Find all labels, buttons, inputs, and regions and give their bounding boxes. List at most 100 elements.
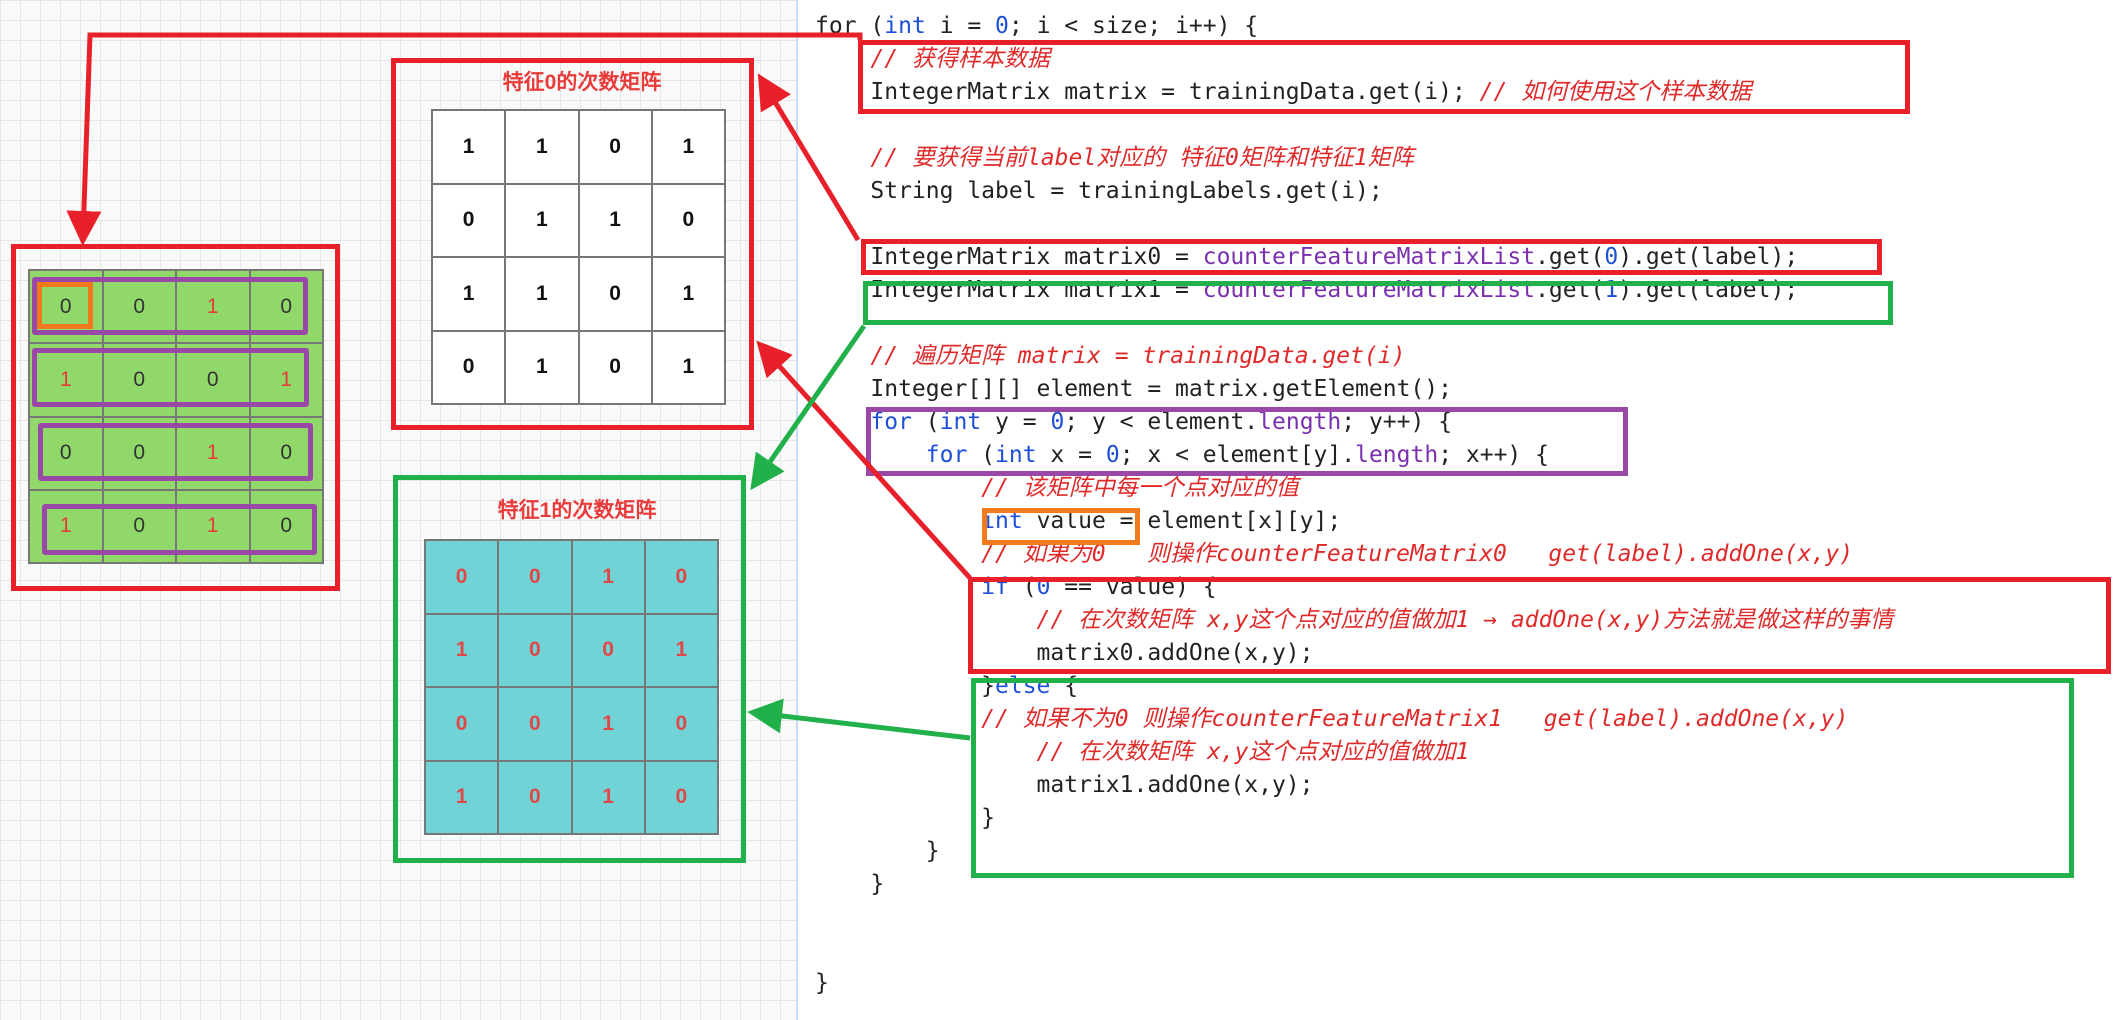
sample-matrix-cell: 0 (102, 270, 176, 344)
code-token: // 如果为0 则操作counterFeatureMatrix0 get(lab… (815, 541, 1854, 567)
sample-matrix-cell: 1 (29, 343, 103, 417)
sample-matrix-cell: 1 (176, 270, 250, 344)
code-token: matrix0.addOne(x,y); (815, 640, 1314, 666)
feature1-matrix-cell: 0 (498, 760, 572, 834)
code-token: ( (967, 442, 996, 468)
feature1-matrix-title: 特征1的次数矩阵 (497, 499, 657, 522)
sample-matrix-cell: 0 (249, 489, 323, 563)
feature1-matrix-cell: 0 (644, 540, 718, 614)
code-line: } (815, 835, 940, 868)
feature1-matrix-cell: 1 (571, 540, 645, 614)
code-token: i = (925, 13, 996, 39)
sample-matrix-cell: 0 (29, 416, 103, 490)
code-token: length (1258, 409, 1342, 435)
code-panel: for (int i = 0; i < size; i++) { // 获得样本… (798, 0, 2113, 1020)
code-token: // 遍历矩阵 matrix = trainingData.get(i) (815, 343, 1406, 369)
code-line: } (815, 802, 995, 835)
code-token: for (815, 13, 871, 39)
code-line: } (815, 967, 829, 1000)
code-token: int (981, 508, 1023, 534)
code-token: x = (1036, 442, 1106, 468)
code-line: int value = element[x][y]; (815, 505, 1341, 538)
feature1-matrix-cell: 0 (498, 613, 572, 687)
feature1-matrix-cell: 0 (498, 687, 572, 761)
code-token: ; x < element[y]. (1119, 442, 1356, 468)
code-line: for (int x = 0; x < element[y].length; x… (815, 439, 1549, 472)
code-token: IntegerMatrix matrix0 = (815, 244, 1203, 270)
code-line: // 如果为0 则操作counterFeatureMatrix0 get(lab… (815, 538, 1853, 571)
code-line: matrix1.addOne(x,y); (815, 769, 1314, 802)
code-line: if (0 == value) { (815, 571, 1216, 604)
code-token: 0 (1050, 409, 1065, 435)
feature1-matrix-cell: 0 (498, 540, 572, 614)
feature0-matrix-cell: 1 (432, 110, 506, 184)
code-token: int (884, 13, 926, 39)
code-token: IntegerMatrix matrix1 = (815, 277, 1203, 303)
code-token: for (925, 442, 968, 468)
code-line: // 在次数矩阵 x,y这个点对应的值做加1 → addOne(x,y)方法就是… (815, 604, 1894, 637)
feature0-matrix-cell: 1 (505, 110, 579, 184)
code-token: 0 (1105, 442, 1120, 468)
feature1-matrix-cell: 1 (644, 613, 718, 687)
code-line: matrix0.addOne(x,y); (815, 637, 1314, 670)
code-token: } (815, 673, 996, 699)
code-line: Integer[][] element = matrix.getElement(… (815, 373, 1452, 406)
code-line: // 获得样本数据 (815, 43, 1050, 76)
code-token: 1 (1604, 277, 1619, 303)
code-line: // 遍历矩阵 matrix = trainingData.get(i) (815, 340, 1406, 373)
code-token: y = (981, 409, 1051, 435)
code-token: ; x++) { (1438, 442, 1549, 468)
code-token: ).get(label); (1618, 244, 1799, 270)
sample-matrix-cell: 1 (29, 489, 103, 563)
code-line: IntegerMatrix matrix0 = counterFeatureMa… (815, 241, 1798, 274)
code-token: // 在次数矩阵 x,y这个点对应的值做加1 → addOne(x,y)方法就是… (815, 607, 1894, 633)
feature1-matrix-cell: 1 (571, 687, 645, 761)
feature1-matrix-cell: 0 (425, 687, 499, 761)
code-token: // 该矩阵中每一个点对应的值 (815, 475, 1299, 501)
code-token: // 如何使用这个样本数据 (1479, 79, 1752, 105)
feature0-matrix-cell: 0 (578, 257, 652, 331)
sample-matrix-cell: 0 (102, 489, 176, 563)
code-line: for (int i = 0; i < size; i++) { (815, 10, 1258, 43)
code-token: Integer[][] element = matrix.getElement(… (815, 376, 1452, 402)
feature0-matrix-cell: 1 (651, 257, 725, 331)
code-token: value = element[x][y]; (1022, 508, 1342, 534)
code-token: ( (1008, 574, 1037, 600)
feature1-matrix-cell: 0 (425, 540, 499, 614)
code-token: IntegerMatrix matrix = trainingData.get(… (815, 79, 1480, 105)
code-token: ( (870, 13, 885, 39)
feature1-matrix-cell: 0 (644, 687, 718, 761)
code-token: ( (911, 409, 940, 435)
code-token: .get( (1535, 277, 1605, 303)
feature0-matrix-cell: 0 (578, 110, 652, 184)
feature0-matrix-cell: 1 (578, 183, 652, 257)
code-token: .get( (1535, 244, 1605, 270)
code-token: } (815, 871, 885, 897)
code-token (815, 442, 926, 468)
code-token: else (995, 673, 1051, 699)
feature0-matrix-cell: 1 (651, 110, 725, 184)
feature0-matrix-cell: 0 (578, 330, 652, 404)
code-token: ; y < element. (1064, 409, 1259, 435)
code-token: // 如果不为0 则操作counterFeatureMatrix1 get(la… (815, 706, 1849, 732)
sample-matrix-cell: 0 (102, 416, 176, 490)
sample-matrix-cell: 0 (29, 270, 103, 344)
feature0-matrix-cell: 0 (651, 183, 725, 257)
code-token (815, 508, 981, 534)
code-line: String label = trainingLabels.get(i); (815, 175, 1383, 208)
sample-matrix-cell: 0 (249, 270, 323, 344)
feature1-matrix-cell: 1 (425, 760, 499, 834)
feature0-matrix-title: 特征0的次数矩阵 (502, 71, 662, 94)
code-token: ; y++) { (1341, 409, 1453, 435)
code-token: String label = trainingLabels.get(i); (815, 178, 1383, 204)
feature1-matrix-cell: 0 (571, 613, 645, 687)
feature0-matrix-cell: 1 (432, 257, 506, 331)
code-token: 0 (1036, 574, 1051, 600)
sample-matrix-cell: 0 (249, 416, 323, 490)
code-token: ).get(label); (1618, 277, 1799, 303)
code-token (815, 409, 870, 435)
sample-matrix-cell: 0 (102, 343, 176, 417)
